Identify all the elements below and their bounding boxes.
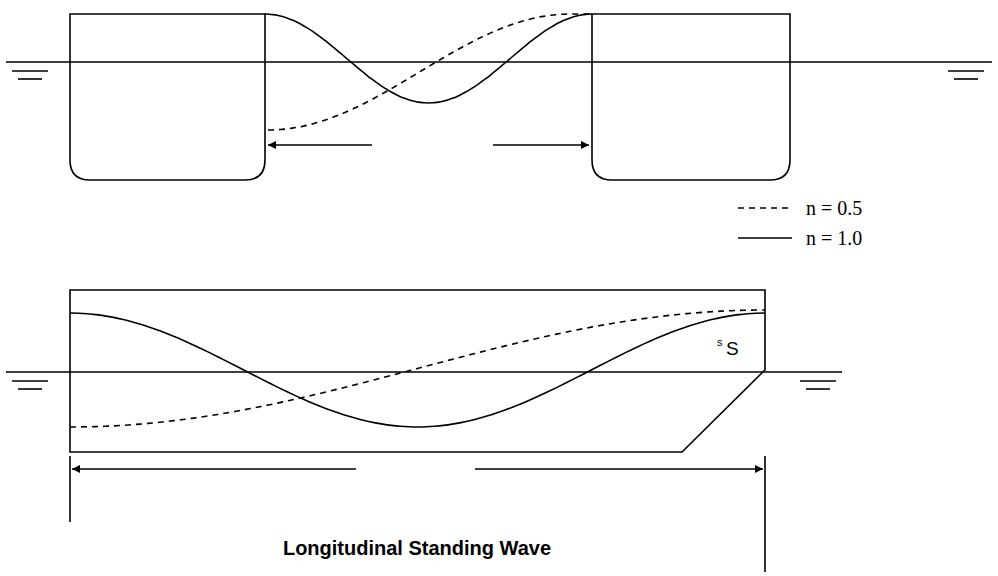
legend-label: n = 0.5: [806, 198, 862, 218]
water-symbol: [18, 388, 42, 390]
water-symbol: [948, 70, 984, 72]
wave-n05: [268, 14, 592, 130]
right-ship: [592, 14, 790, 180]
dimension-arrow: [475, 468, 763, 470]
extension-line: [69, 456, 71, 522]
water-symbol: [12, 380, 48, 382]
extension-line: [764, 456, 766, 572]
basin: [70, 290, 765, 452]
left-ship: [70, 14, 265, 180]
dimension-arrow: [268, 144, 372, 146]
caption: Longitudinal Standing Wave: [283, 538, 551, 558]
point-label: s: [717, 337, 723, 348]
wave-n1: [70, 313, 765, 427]
dimension-arrow: [72, 468, 356, 470]
wave-n05: [70, 310, 765, 427]
water-line: [6, 61, 992, 63]
water-symbol: [800, 380, 836, 382]
legend-sample-dashed: [738, 207, 792, 209]
water-line: [6, 371, 842, 373]
water-symbol: [806, 388, 830, 390]
water-symbol: [954, 78, 978, 80]
water-line: [592, 61, 790, 63]
water-symbol: [12, 70, 48, 72]
legend-label: n = 1.0: [806, 228, 862, 248]
water-line: [70, 61, 265, 63]
legend-sample-solid: [738, 237, 792, 239]
point-label: S: [726, 339, 739, 358]
water-symbol: [18, 78, 42, 80]
wave-n1: [265, 14, 592, 103]
dimension-arrow: [493, 144, 589, 146]
